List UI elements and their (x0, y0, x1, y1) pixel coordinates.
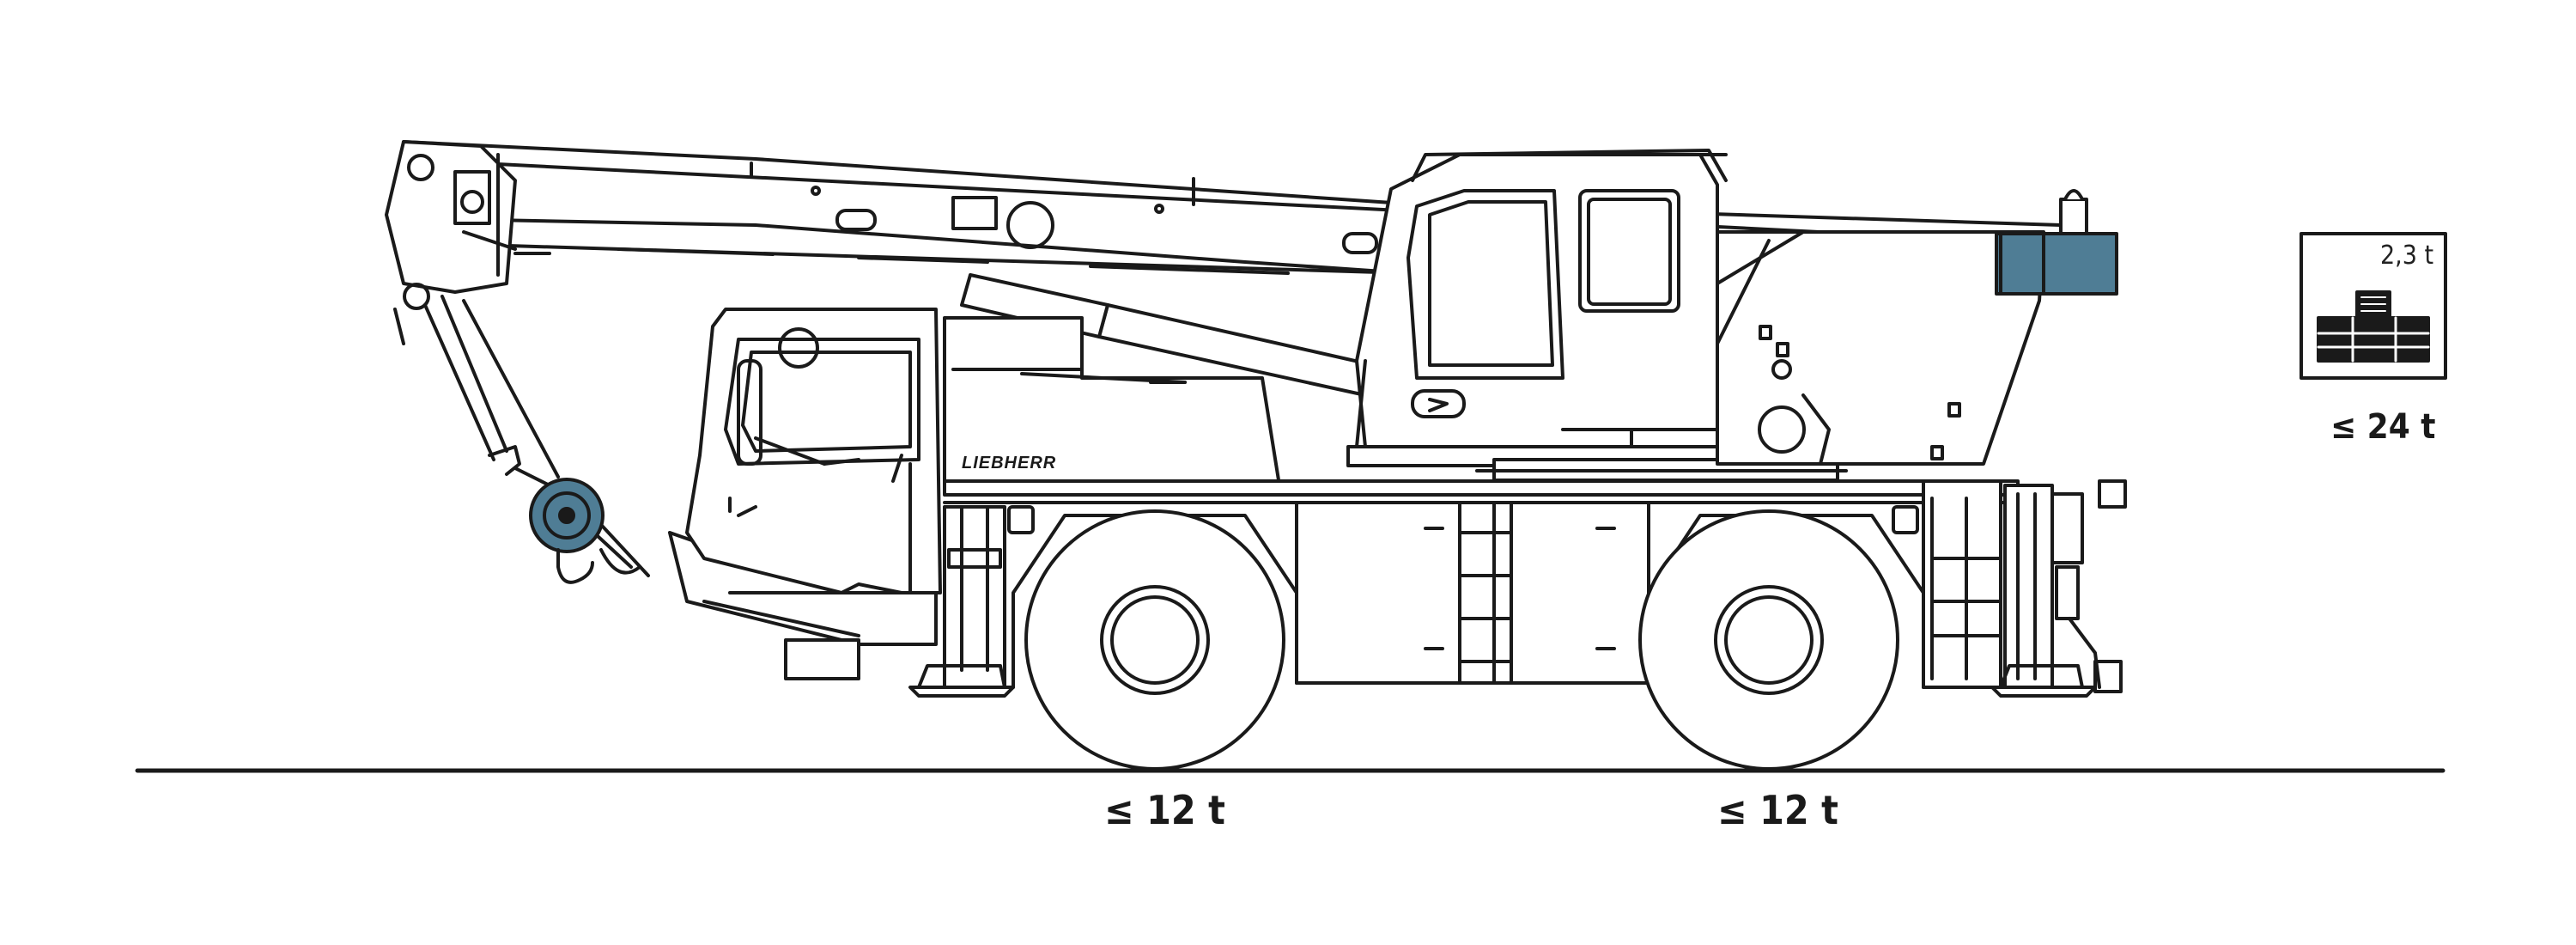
superstructure (1346, 149, 2045, 482)
total-weight-label: ≤ 24 t (2330, 407, 2436, 447)
front-wheel (1024, 509, 1285, 771)
counterweight-block (1995, 189, 2118, 296)
hook-block (529, 478, 605, 584)
brand-logo: LIEBHERR (962, 454, 1056, 472)
front-axle-load-label: ≤ 12 t (1104, 787, 1225, 833)
rear-wheel (1638, 509, 1899, 771)
rear-axle-load-label: ≤ 12 t (1717, 787, 1838, 833)
counterweight-icon (2300, 232, 2447, 380)
carrier (668, 308, 2127, 698)
counterweight-weight-label: 2,3 t (2380, 241, 2434, 271)
